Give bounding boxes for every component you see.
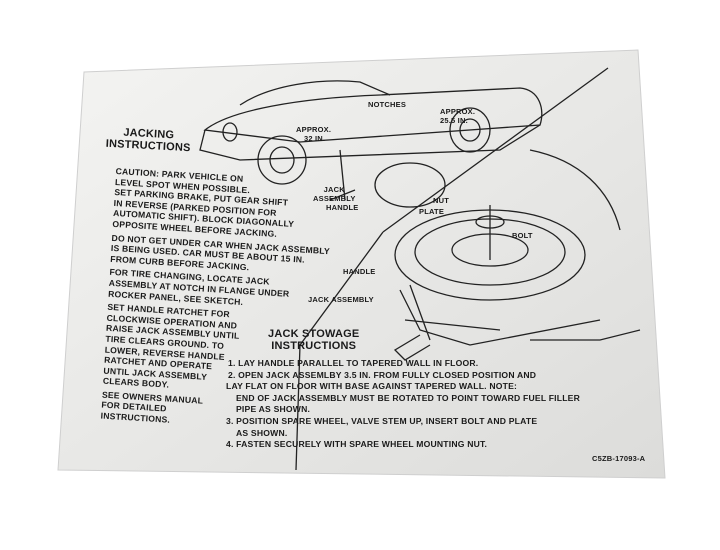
part-number: C5ZB-17093-A bbox=[592, 454, 646, 463]
stowage-title-line2: INSTRUCTIONS bbox=[271, 340, 357, 352]
label-stow-handle: HANDLE bbox=[343, 267, 376, 276]
label-text: APPROX. bbox=[440, 107, 476, 116]
car-illustration bbox=[199, 67, 621, 471]
stowage-line: PIPE AS SHOWN. bbox=[236, 404, 311, 415]
stowage-line: 1. LAY HANDLE PARALLEL TO TAPERED WALL I… bbox=[228, 358, 479, 368]
label-approx-front: APPROX.32 IN. bbox=[296, 125, 332, 143]
jacking-title: JACKING INSTRUCTIONS bbox=[105, 126, 191, 155]
label-approx-rear: APPROX.25.5 IN. bbox=[440, 107, 476, 125]
stowage-instructions: 1. LAY HANDLE PARALLEL TO TAPERED WALL I… bbox=[226, 358, 580, 451]
label-text: JACK bbox=[323, 185, 345, 194]
label-nut: NUT bbox=[433, 196, 450, 205]
label-text: 32 IN. bbox=[304, 133, 326, 143]
label-notches: NOTCHES bbox=[368, 100, 407, 109]
stowage-title: JACK STOWAGE INSTRUCTIONS bbox=[268, 328, 359, 352]
spare-tire-illustration bbox=[393, 205, 641, 361]
stowage-line: 3. POSITION SPARE WHEEL, VALVE STEM UP, … bbox=[226, 415, 538, 426]
label-text: ASSEMBLY bbox=[313, 193, 356, 203]
stowage-line: LAY FLAT ON FLOOR WITH BASE AGAINST TAPE… bbox=[226, 381, 518, 392]
label-plate: PLATE bbox=[419, 207, 445, 216]
label-bolt: BOLT bbox=[512, 231, 533, 240]
label-stow-jack-assembly: JACK ASSEMBLY bbox=[308, 295, 374, 304]
stowage-line: 4. FASTEN SECURELY WITH SPARE WHEEL MOUN… bbox=[226, 439, 488, 450]
label-text: 25.5 IN. bbox=[440, 115, 468, 125]
stowage-line: 2. OPEN JACK ASSEMLBY 3.5 IN. FROM FULLY… bbox=[228, 369, 537, 380]
label-handle: HANDLE bbox=[326, 203, 359, 212]
stowage-line: END OF JACK ASSEMBLY MUST BE ROTATED TO … bbox=[236, 392, 580, 403]
label-text: APPROX. bbox=[296, 125, 332, 134]
stowage-line: AS SHOWN. bbox=[236, 427, 288, 438]
stowage-title-line1: JACK STOWAGE bbox=[268, 328, 360, 340]
